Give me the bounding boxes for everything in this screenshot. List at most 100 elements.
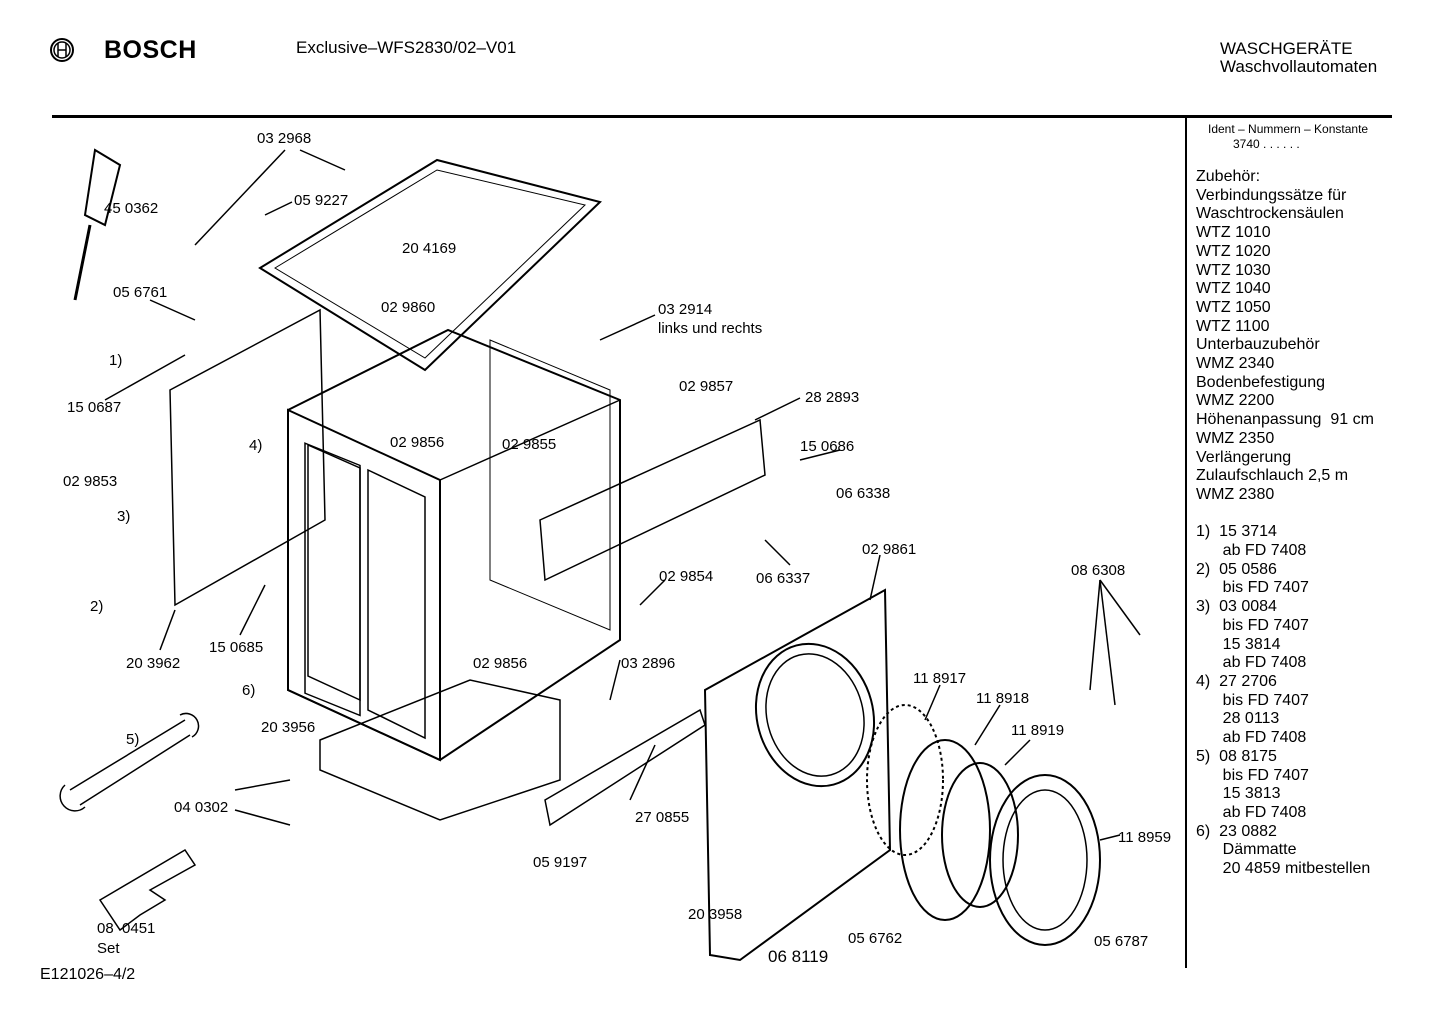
accessory-line: bis FD 7407 bbox=[1196, 579, 1309, 597]
part-number-label: 6) bbox=[242, 682, 256, 699]
part-number-label: 06 6338 bbox=[836, 485, 891, 502]
brand-name: BOSCH bbox=[104, 36, 197, 64]
part-number-label: 11 8918 bbox=[976, 690, 1030, 707]
part-number-label: 05 9227 bbox=[294, 192, 349, 209]
part-number-label: 4) bbox=[249, 437, 263, 454]
accessory-line: WTZ 1010 bbox=[1196, 224, 1271, 242]
model-title: Exclusive–WFS2830/02–V01 bbox=[296, 38, 517, 57]
accessory-line: 2) 05 0586 bbox=[1196, 560, 1277, 578]
part-number-label: 02 9854 bbox=[659, 568, 714, 585]
part-number-label: 08 0451 bbox=[97, 920, 156, 937]
accessory-line: 4) 27 2706 bbox=[1196, 672, 1277, 690]
accessory-line: Verlängerung bbox=[1196, 448, 1292, 466]
part-number-label: 28 2893 bbox=[805, 389, 860, 406]
part-number-label: 02 9856 bbox=[390, 434, 445, 451]
part-number-label: 02 9856 bbox=[473, 655, 528, 672]
part-number-label: 06 6337 bbox=[756, 570, 811, 587]
accessory-line: WMZ 2200 bbox=[1196, 392, 1275, 410]
part-number-label: 04 0302 bbox=[174, 799, 229, 816]
part-number-label: 11 8959 bbox=[1118, 829, 1172, 846]
accessory-line: ab FD 7408 bbox=[1196, 803, 1307, 821]
part-number-label: Set bbox=[97, 940, 120, 957]
part-number-label: 02 9861 bbox=[862, 541, 917, 558]
part-number-label: 03 2896 bbox=[621, 655, 676, 672]
accessory-line: bis FD 7407 bbox=[1196, 691, 1309, 709]
drawing-id: E121026–4/2 bbox=[40, 966, 136, 983]
accessory-line: Unterbauzubehör bbox=[1196, 336, 1320, 354]
cabinet-part bbox=[287, 328, 621, 762]
accessory-line bbox=[1196, 505, 1374, 524]
lid-part bbox=[258, 158, 602, 372]
accessory-line: 5) 08 8175 bbox=[1196, 747, 1277, 765]
subcategory-title: Waschvollautomaten bbox=[1220, 57, 1378, 76]
accessory-line: WTZ 1030 bbox=[1196, 261, 1271, 279]
part-number-label: 1) bbox=[109, 352, 123, 369]
accessory-line: Bodenbefestigung bbox=[1196, 373, 1325, 391]
part-number-label: 2) bbox=[90, 598, 104, 615]
part-number-label: 02 9860 bbox=[381, 299, 436, 316]
accessory-line: 6) 23 0882 bbox=[1196, 822, 1277, 840]
part-number-label: 02 9855 bbox=[502, 436, 557, 453]
accessory-line: WTZ 1040 bbox=[1196, 280, 1271, 298]
side-panel-part bbox=[169, 308, 326, 607]
part-number-label: 11 8919 bbox=[1011, 722, 1065, 739]
part-number-label: 5) bbox=[126, 731, 140, 748]
part-number-label: 05 9197 bbox=[533, 854, 588, 871]
sidebar-divider bbox=[1185, 118, 1187, 968]
base-plate-part bbox=[319, 679, 561, 821]
part-number-label: 03 2914 bbox=[658, 301, 713, 318]
foot-pad-part bbox=[98, 848, 197, 932]
power-cord-part bbox=[73, 148, 122, 301]
accessory-line: ab FD 7408 bbox=[1196, 729, 1307, 747]
accessory-line: Verbindungssätze für bbox=[1196, 186, 1347, 204]
header-divider bbox=[52, 115, 1392, 118]
control-panel-part bbox=[539, 418, 766, 582]
leader-lines bbox=[104, 149, 1141, 841]
category-title: WASCHGERÄTE bbox=[1220, 39, 1353, 58]
part-number-label: 27 0855 bbox=[635, 809, 690, 826]
accessory-line: 28 0113 bbox=[1196, 710, 1280, 728]
accessory-line: WMZ 2380 bbox=[1196, 485, 1275, 503]
spanner-part bbox=[59, 712, 200, 812]
accessory-line: bis FD 7407 bbox=[1196, 616, 1309, 634]
part-number-label: 20 3958 bbox=[688, 906, 743, 923]
part-number-label: 3) bbox=[117, 508, 131, 525]
accessory-line: Zulaufschlauch 2,5 m bbox=[1196, 467, 1349, 485]
accessory-line: Zubehör: bbox=[1196, 168, 1261, 185]
part-number-label: 02 9857 bbox=[679, 378, 734, 395]
part-number-label: 06 8119 bbox=[768, 947, 829, 966]
part-number-label: 20 3962 bbox=[126, 655, 181, 672]
accessory-line: WMZ 2350 bbox=[1196, 429, 1275, 447]
accessory-line: bis FD 7407 bbox=[1196, 766, 1309, 784]
part-number-label: links und rechts bbox=[658, 320, 763, 337]
accessory-line: ab FD 7408 bbox=[1196, 654, 1307, 672]
accessory-line: WMZ 2340 bbox=[1196, 355, 1275, 373]
konstante-value: 3740 . . . . . . bbox=[1233, 137, 1300, 151]
part-number-label: 02 9853 bbox=[63, 473, 118, 490]
part-number-label: 08 6308 bbox=[1071, 562, 1126, 579]
part-number-label: 03 2968 bbox=[257, 130, 312, 147]
accessory-line: WTZ 1100 bbox=[1196, 317, 1270, 335]
accessory-line: 15 3814 bbox=[1196, 635, 1281, 653]
part-number-label: 11 8917 bbox=[913, 670, 967, 687]
front-panel-part bbox=[703, 588, 892, 962]
part-number-label: 15 0686 bbox=[800, 438, 855, 455]
accessory-line: Höhenanpassung 91 cm bbox=[1196, 411, 1374, 429]
kick-strip-part bbox=[544, 708, 706, 827]
accessory-line: 3) 03 0084 bbox=[1196, 598, 1277, 616]
door-ring-parts bbox=[866, 704, 1101, 946]
ident-label: Ident – Nummern – Konstante bbox=[1208, 122, 1369, 136]
part-number-label: 20 3956 bbox=[261, 719, 316, 736]
part-number-label: 05 6761 bbox=[113, 284, 168, 301]
accessory-line: ab FD 7408 bbox=[1196, 542, 1307, 560]
accessory-line: 1) 15 3714 bbox=[1196, 523, 1277, 541]
accessory-line: 15 3813 bbox=[1196, 785, 1281, 803]
accessory-line: Dämmatte bbox=[1196, 841, 1297, 859]
bosch-logo-icon bbox=[50, 38, 74, 62]
accessory-line: 20 4859 mitbestellen bbox=[1196, 860, 1371, 878]
accessory-line: WTZ 1050 bbox=[1196, 298, 1271, 316]
part-number-label: 15 0685 bbox=[209, 639, 264, 656]
part-number-label: 05 6762 bbox=[848, 930, 903, 947]
